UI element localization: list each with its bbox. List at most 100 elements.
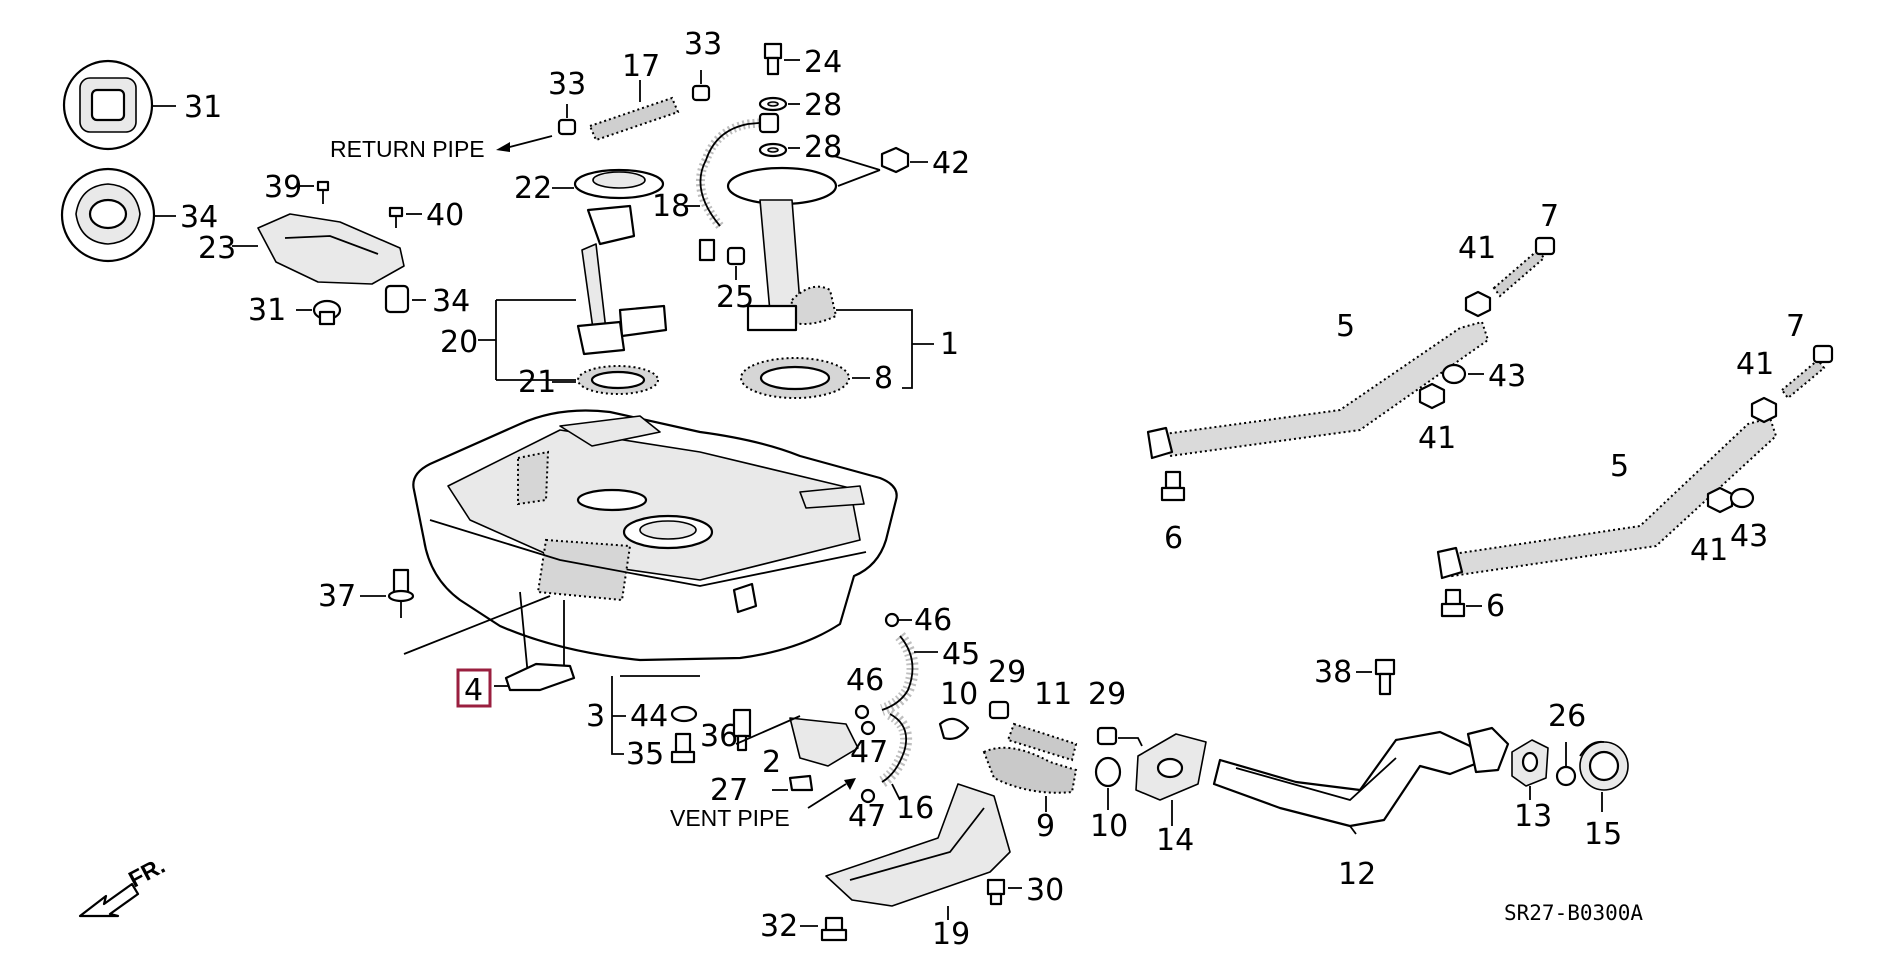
part-18-hose bbox=[684, 112, 780, 262]
part-4-highlight[interactable] bbox=[456, 668, 492, 708]
label-24: 24 bbox=[804, 45, 842, 80]
label-33-left: 33 bbox=[548, 67, 586, 102]
label-2: 2 bbox=[762, 745, 781, 780]
part-24-bolt bbox=[763, 42, 800, 76]
label-19: 19 bbox=[932, 917, 970, 952]
label-41-d: 41 bbox=[1690, 533, 1728, 568]
part-37-bolt bbox=[360, 568, 415, 618]
part-46-clamp-mid bbox=[854, 704, 870, 720]
label-18: 18 bbox=[652, 189, 690, 224]
part-4-bracket bbox=[403, 595, 576, 692]
label-7-a: 7 bbox=[1540, 199, 1559, 234]
label-28-b: 28 bbox=[804, 130, 842, 165]
label-31: 31 bbox=[184, 90, 222, 125]
return-pipe-label: RETURN PIPE bbox=[330, 136, 485, 162]
part-47-clamp-b bbox=[860, 788, 876, 804]
diagram-code: SR27-B0300A bbox=[1504, 901, 1643, 925]
label-5-a: 5 bbox=[1336, 309, 1355, 344]
label-33-right: 33 bbox=[684, 27, 722, 62]
label-3: 3 bbox=[586, 699, 605, 734]
label-32: 32 bbox=[760, 909, 798, 944]
part-34-seal bbox=[60, 167, 176, 263]
label-34-small: 34 bbox=[432, 284, 470, 319]
label-43-a: 43 bbox=[1488, 359, 1526, 394]
part-7-bolt-b bbox=[1780, 344, 1834, 400]
label-36: 36 bbox=[700, 719, 738, 754]
part-5-strap-a bbox=[1146, 320, 1490, 460]
front-arrow-icon bbox=[78, 882, 140, 918]
part-14-grommet bbox=[1135, 733, 1207, 826]
part-20-fuel-gauge-unit bbox=[576, 204, 668, 356]
part-28-washer-b bbox=[758, 142, 800, 158]
part-16-hose bbox=[878, 708, 913, 801]
label-41-b: 41 bbox=[1418, 421, 1456, 456]
label-34: 34 bbox=[180, 200, 218, 235]
vent-pipe-label: VENT PIPE bbox=[670, 805, 790, 831]
part-47-clamp-a bbox=[860, 720, 876, 736]
label-26: 26 bbox=[1548, 699, 1586, 734]
label-5-b: 5 bbox=[1610, 449, 1629, 484]
part-42-nut bbox=[833, 146, 928, 187]
label-35: 35 bbox=[626, 737, 664, 772]
part-41-nut-a bbox=[1464, 290, 1492, 318]
label-46-top: 46 bbox=[914, 603, 952, 638]
part-6-bolt-b bbox=[1440, 588, 1482, 618]
part-12-flange bbox=[1466, 726, 1510, 774]
part-19-heat-shield bbox=[825, 783, 1011, 920]
label-12: 12 bbox=[1338, 857, 1376, 892]
label-16: 16 bbox=[896, 791, 934, 826]
part-22-ring bbox=[552, 168, 665, 200]
label-27: 27 bbox=[710, 773, 748, 808]
label-14: 14 bbox=[1156, 823, 1194, 858]
part-27-clip bbox=[772, 774, 814, 792]
part-1-fuel-pump bbox=[726, 166, 934, 389]
label-43-b: 43 bbox=[1730, 519, 1768, 554]
part-11-hose bbox=[1006, 722, 1078, 762]
label-42: 42 bbox=[932, 146, 970, 181]
part-40-screw bbox=[388, 206, 422, 228]
label-23: 23 bbox=[198, 231, 236, 266]
vent-pipe-arrow bbox=[807, 778, 856, 809]
part-3-fuel-tank bbox=[412, 409, 898, 677]
part-41-nut-d bbox=[1706, 486, 1734, 514]
part-30-bolt bbox=[986, 878, 1022, 906]
label-28-a: 28 bbox=[804, 88, 842, 123]
part-20-bracket-line bbox=[478, 299, 576, 381]
label-41-a: 41 bbox=[1458, 231, 1496, 266]
label-22: 22 bbox=[514, 171, 552, 206]
part-31-grommet bbox=[62, 59, 176, 151]
label-45: 45 bbox=[942, 637, 980, 672]
label-6-a: 6 bbox=[1164, 521, 1183, 556]
label-44: 44 bbox=[630, 699, 668, 734]
label-40: 40 bbox=[426, 198, 464, 233]
label-47-a: 47 bbox=[850, 735, 888, 770]
label-20: 20 bbox=[440, 325, 478, 360]
label-4[interactable]: 4 bbox=[464, 673, 483, 708]
label-29-b: 29 bbox=[1088, 677, 1126, 712]
part-28-washer-a bbox=[758, 96, 800, 112]
part-41-nut-c bbox=[1750, 396, 1778, 424]
label-6-b: 6 bbox=[1486, 589, 1505, 624]
label-13: 13 bbox=[1514, 799, 1552, 834]
return-pipe-arrow bbox=[496, 135, 553, 152]
part-2-valve bbox=[735, 715, 859, 767]
part-43-washer-b bbox=[1729, 487, 1755, 509]
label-39: 39 bbox=[264, 170, 302, 205]
label-29-a: 29 bbox=[988, 655, 1026, 690]
label-8: 8 bbox=[874, 361, 893, 396]
part-8-gasket bbox=[740, 357, 870, 399]
part-13-gasket bbox=[1511, 739, 1549, 800]
part-7-bolt-a bbox=[1492, 236, 1556, 298]
label-17: 17 bbox=[622, 49, 660, 84]
label-7-b: 7 bbox=[1786, 309, 1805, 344]
part-17-hose bbox=[588, 80, 680, 142]
part-32-bolt bbox=[800, 916, 848, 942]
part-29-clamp-b bbox=[1096, 726, 1143, 747]
label-21: 21 bbox=[518, 365, 556, 400]
part-46-clamp-top bbox=[884, 612, 912, 628]
label-31-small: 31 bbox=[248, 293, 286, 328]
part-33-clip-left bbox=[557, 104, 577, 136]
label-11: 11 bbox=[1034, 677, 1072, 712]
part-10-clamp-a bbox=[938, 717, 970, 740]
